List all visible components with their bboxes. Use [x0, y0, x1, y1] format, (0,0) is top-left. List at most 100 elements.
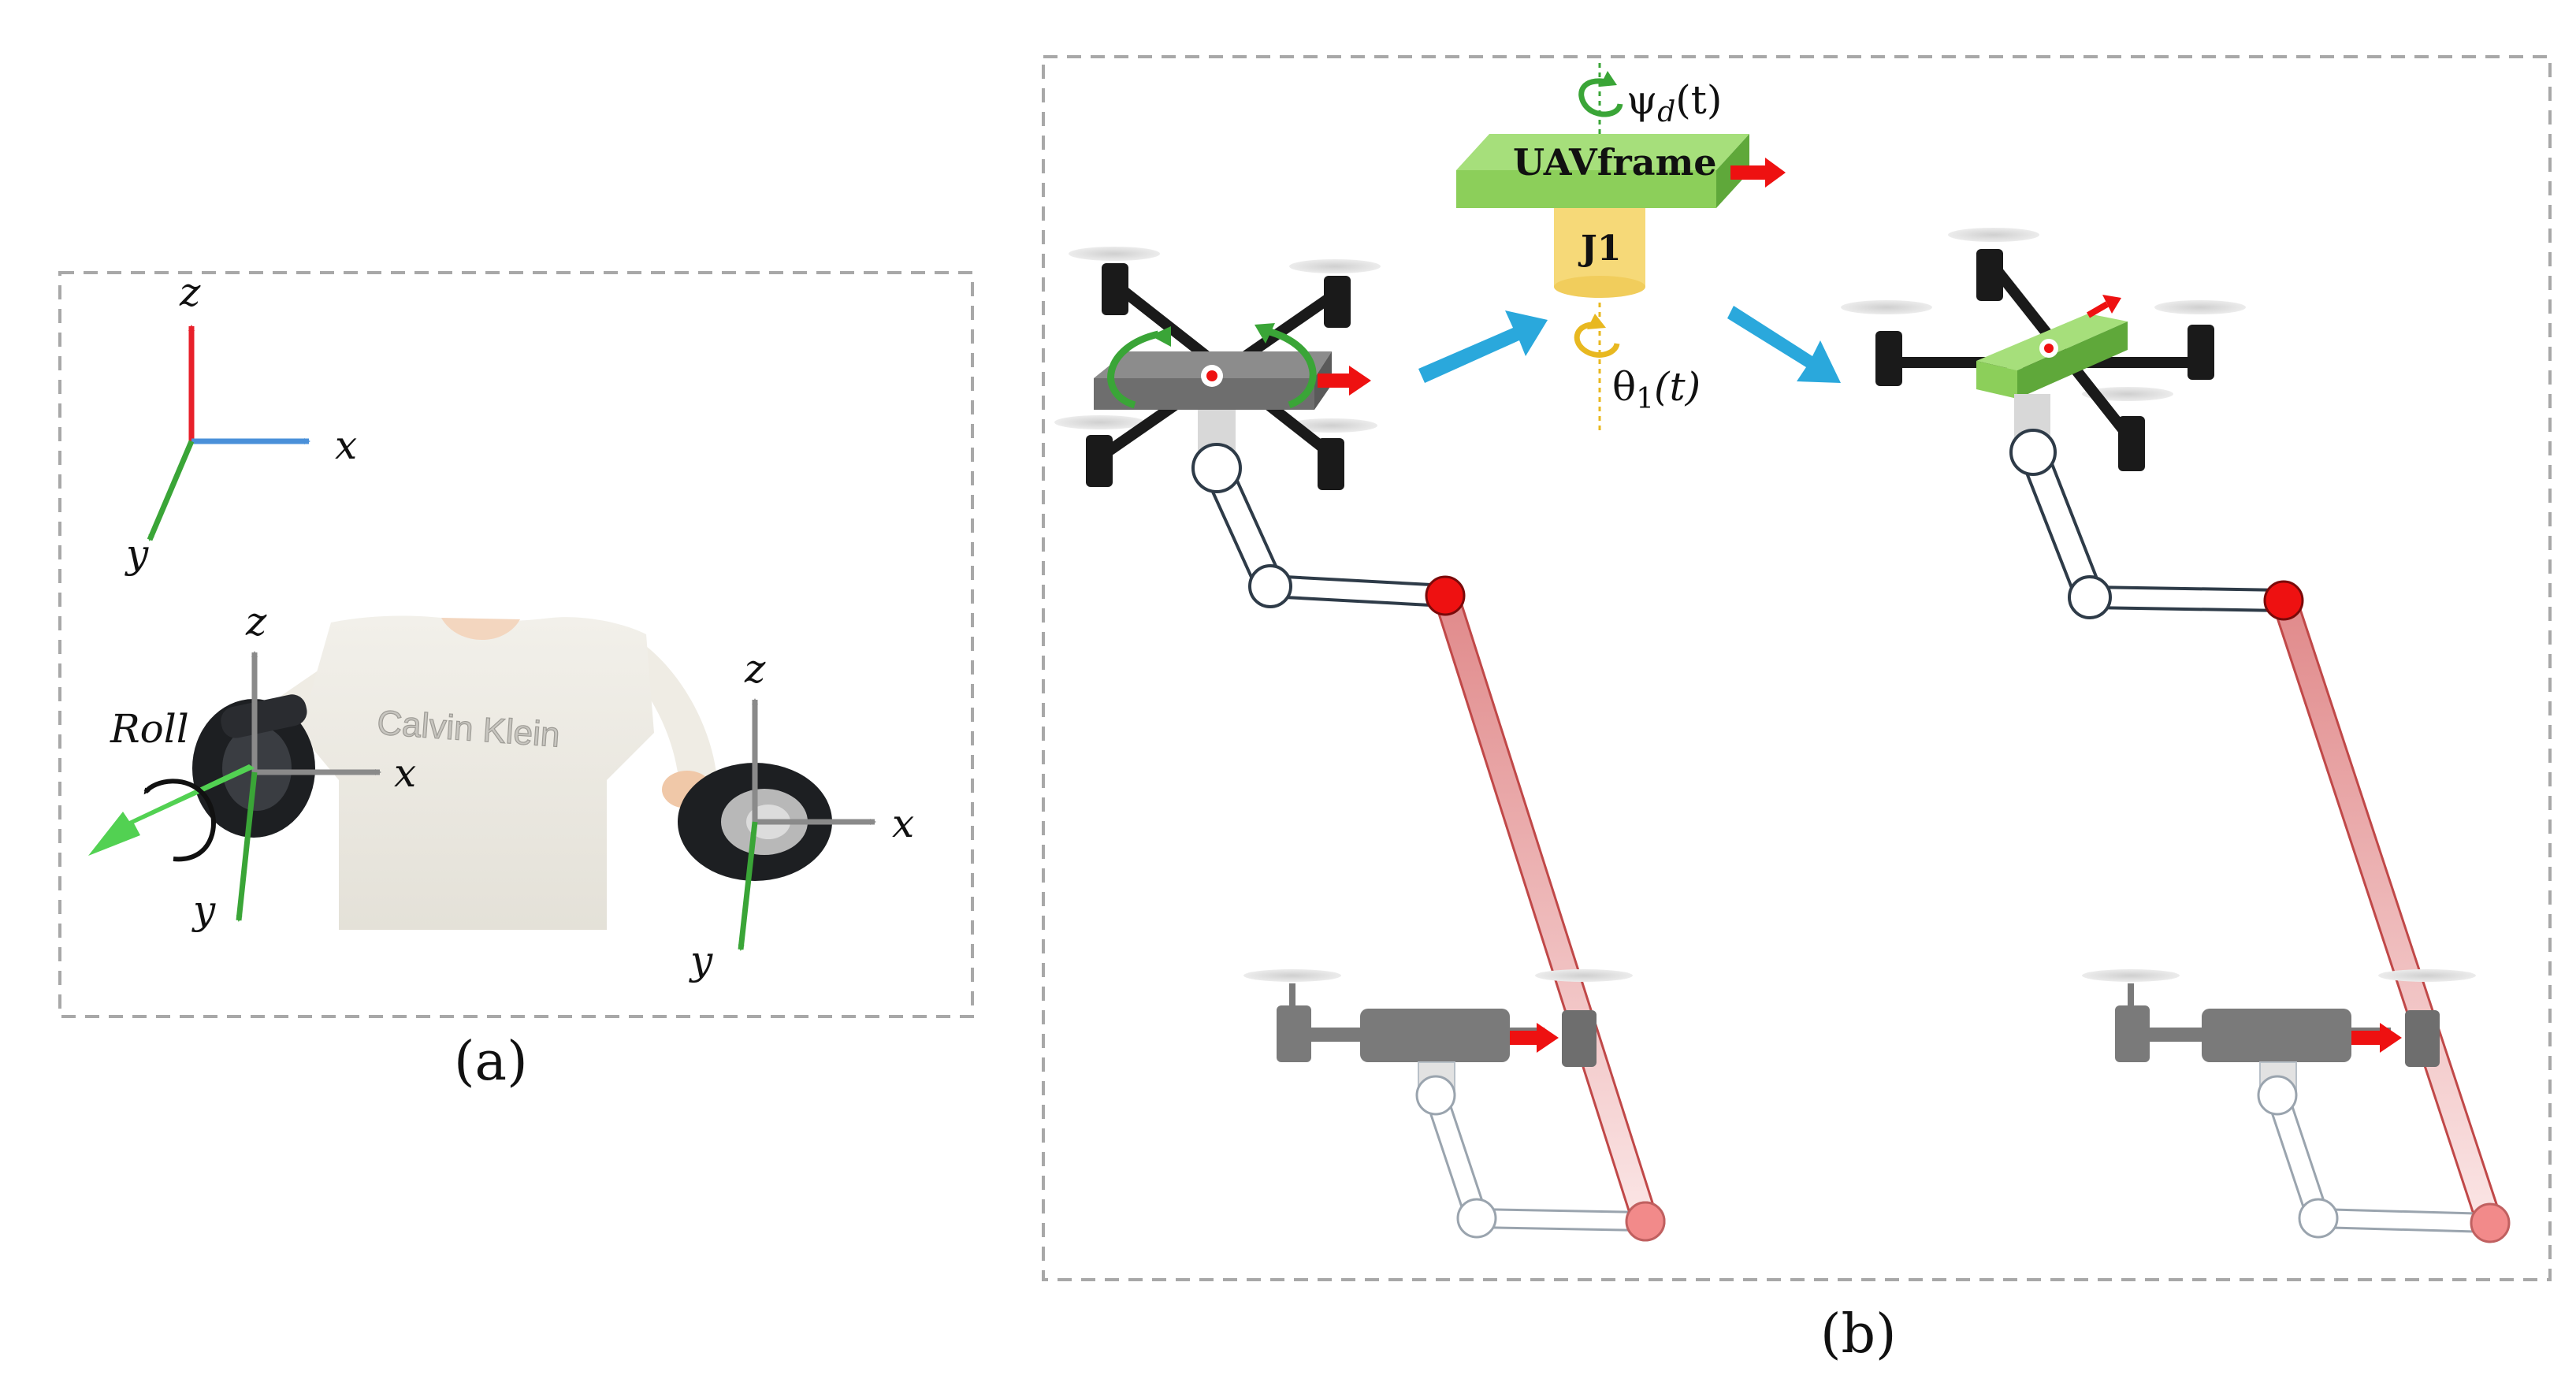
motor — [2188, 325, 2214, 380]
axis-arrows-icon — [147, 440, 195, 541]
arm-end-effector — [2470, 1202, 2511, 1243]
propeller — [1243, 969, 1341, 982]
arm-joint — [2009, 429, 2057, 476]
motor — [2128, 983, 2134, 1007]
propeller — [1948, 228, 2039, 242]
propeller — [2378, 969, 2476, 982]
operator-photo: Calvin Klein — [192, 615, 832, 930]
motor — [1277, 1005, 1311, 1062]
direction-arrow-icon — [2351, 1023, 2402, 1053]
uav-frame-top — [1456, 134, 1749, 170]
propeller — [2082, 969, 2180, 982]
propeller — [1069, 247, 1160, 261]
ref-axis-y-label: y — [125, 531, 149, 577]
arm-end-effector — [1625, 1201, 1666, 1242]
theta-time: (t) — [1654, 364, 1701, 410]
yaw-rotation-icon — [1266, 327, 1317, 409]
quadrotor-left — [1054, 247, 1381, 490]
yaw-label: ψd(t) — [1626, 77, 1722, 128]
joint-detail: UAVframe J1 ψd(t) θ1(t) — [1456, 63, 1786, 433]
arm-link-3 — [2271, 596, 2503, 1228]
arm-link-3 — [1433, 591, 1658, 1225]
panel-a-frame — [58, 271, 974, 1018]
arm-link-2-inner — [2310, 1210, 2498, 1231]
roll-label: Roll — [110, 706, 189, 752]
motor — [2405, 1010, 2440, 1067]
direction-arrow-icon — [1730, 158, 1786, 188]
roll-arrow-icon — [88, 764, 255, 856]
quad-body-front — [1976, 361, 2017, 399]
arm-joint — [2068, 575, 2112, 619]
direction-arrow-icon — [1510, 1023, 1559, 1053]
motor — [1875, 331, 1902, 386]
ref-axis-z-label: z — [179, 269, 201, 315]
yaw-subscript: d — [1657, 96, 1675, 128]
quad-body-top — [1094, 351, 1332, 378]
right-controller-axes: z x y — [689, 646, 914, 983]
left-z-label: z — [245, 599, 267, 645]
quad-body-side — [2202, 1009, 2351, 1062]
yaw-arrowhead — [1150, 326, 1171, 347]
yaw-rotation-icon — [1578, 78, 1623, 117]
arm-link-2-inner — [2081, 589, 2292, 609]
motor — [1289, 983, 1295, 1007]
motor — [2118, 416, 2145, 471]
theta-label: θ1(t) — [1612, 364, 1701, 415]
joint-cylinder — [1554, 208, 1645, 287]
joint-rotation-arrowhead — [1587, 314, 1606, 329]
arm-joint — [2257, 1075, 2298, 1116]
quadrotor-side-right — [2082, 969, 2511, 1243]
panel-b-frame — [1042, 55, 2552, 1281]
propeller — [2154, 300, 2246, 314]
quad-center-marker-dot — [2044, 344, 2054, 353]
arm-link-2-inner — [1262, 578, 1454, 604]
yaw-rotation-arrowhead — [1600, 71, 1617, 87]
direction-arrow-icon — [2086, 295, 2121, 318]
propeller — [1286, 418, 1377, 433]
yaw-symbol: ψ — [1626, 77, 1657, 123]
panel-a: z x y Calvin Klein — [58, 269, 974, 1093]
arm-joint-red — [2263, 580, 2304, 621]
joint-cylinder-bottom — [1554, 276, 1645, 298]
right-x-label: x — [892, 801, 914, 846]
yaw-time: (t) — [1675, 77, 1722, 123]
arm-joint-red — [1425, 575, 1466, 616]
panel-b: UAVframe J1 ψd(t) θ1(t) — [1042, 55, 2552, 1366]
blue-transition-arrow-icon — [1418, 310, 1548, 383]
propeller — [1054, 415, 1146, 429]
quad-body-side — [2017, 321, 2128, 399]
robot-arm-right — [2009, 394, 2503, 1228]
propeller — [1841, 300, 1932, 314]
motor — [1324, 276, 1351, 328]
motor — [1102, 263, 1128, 315]
propeller — [1535, 969, 1633, 982]
motor — [1976, 249, 2003, 301]
arm-link-1-inner — [1426, 1086, 1486, 1228]
yaw-rotation-icon — [1107, 330, 1160, 409]
axis-arrows-icon — [236, 771, 258, 922]
arm-link-2-inner — [1469, 1210, 1653, 1229]
panel-a-caption: (a) — [454, 1031, 528, 1093]
neck — [441, 618, 520, 641]
axis-arrows-icon — [738, 821, 758, 951]
direction-arrow-icon — [1318, 366, 1371, 396]
motor — [1562, 1010, 1597, 1067]
arm-joint — [2298, 1198, 2339, 1239]
arm-link-1-inner — [2268, 1086, 2328, 1228]
ref-axis-x-label: x — [335, 422, 357, 468]
left-controller-axes: z x y Roll — [88, 599, 416, 933]
quadrotor-right — [1841, 228, 2246, 471]
motor — [1318, 438, 1344, 490]
theta-subscript: 1 — [1636, 383, 1654, 415]
joint-label: J1 — [1578, 229, 1621, 269]
left-x-label: x — [394, 750, 416, 796]
shirt — [299, 615, 654, 930]
uav-frame-label: UAVframe — [1513, 141, 1717, 184]
joint-rotation-icon — [1574, 321, 1620, 358]
uav-frame-front — [1456, 170, 1716, 208]
propeller — [1289, 259, 1381, 273]
blue-transition-arrow-icon — [1727, 306, 1841, 383]
quadrotor-side-left — [1243, 969, 1666, 1242]
arm-joint — [1191, 443, 1242, 493]
